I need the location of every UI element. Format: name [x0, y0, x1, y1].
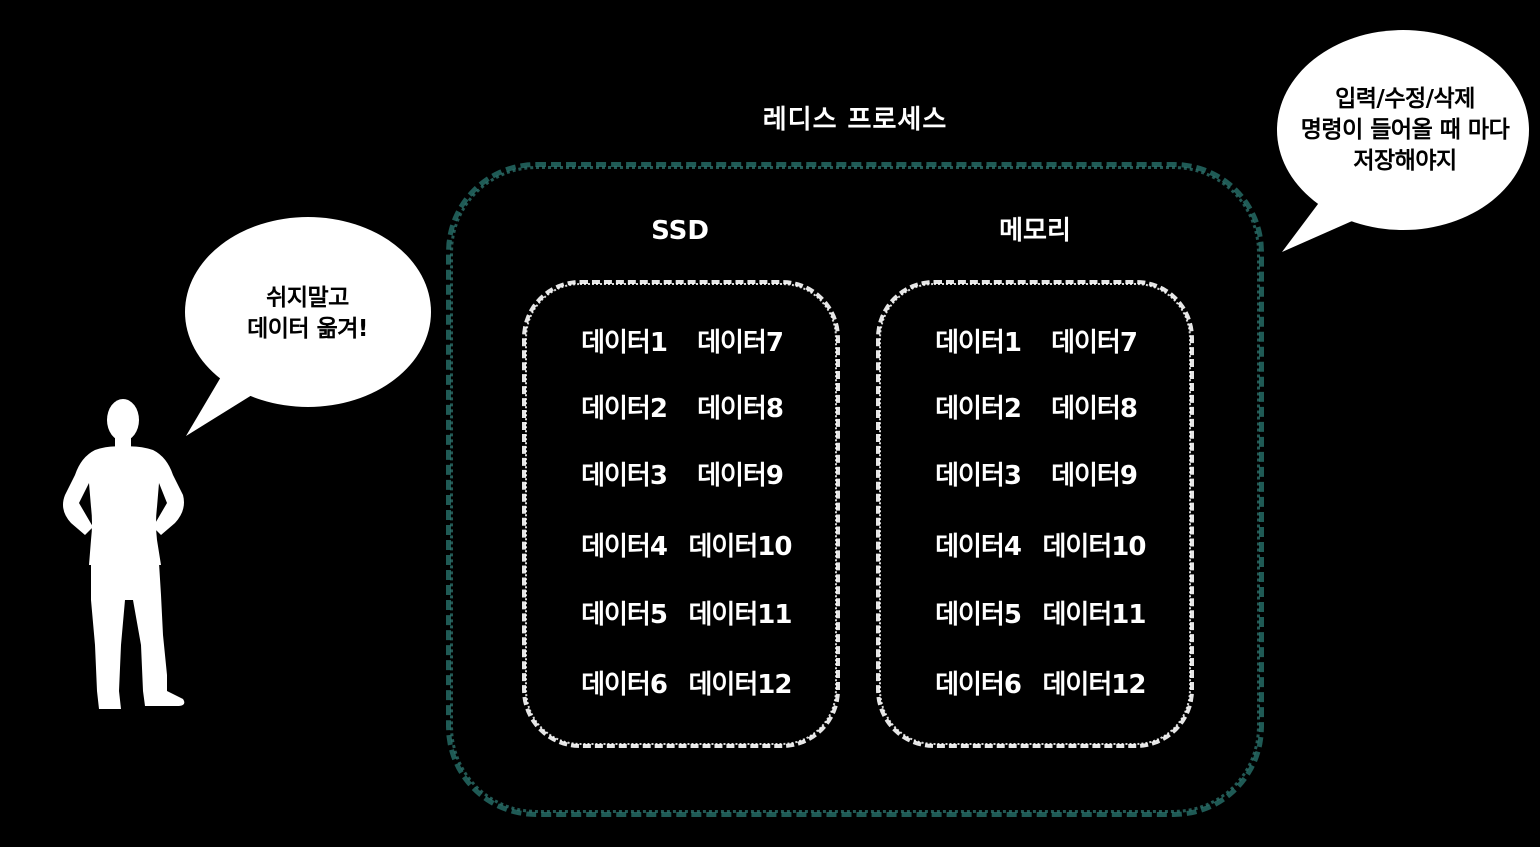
person-bubble-text: 쉬지말고 데이터 옮겨!: [195, 283, 420, 345]
memory-item: 데이터5: [913, 597, 1043, 633]
memory-item: 데이터1: [913, 325, 1043, 361]
ssd-item: 데이터12: [675, 667, 805, 703]
memory-item: 데이터11: [1029, 597, 1159, 633]
ssd-item: 데이터7: [675, 325, 805, 361]
memory-item: 데이터6: [913, 667, 1043, 703]
ssd-item: 데이터1: [559, 325, 689, 361]
redis-bubble-line: 명령이 들어올 때 마다: [1280, 115, 1530, 146]
memory-item: 데이터2: [913, 391, 1043, 427]
redis-bubble-line: 저장해야지: [1280, 146, 1530, 177]
memory-item: 데이터4: [913, 529, 1043, 565]
memory-item: 데이터12: [1029, 667, 1159, 703]
person-bubble-line: 쉬지말고: [195, 283, 420, 314]
memory-item: 데이터8: [1029, 391, 1159, 427]
ssd-item: 데이터10: [675, 529, 805, 565]
ssd-item: 데이터6: [559, 667, 689, 703]
ssd-item: 데이터4: [559, 529, 689, 565]
memory-item: 데이터7: [1029, 325, 1159, 361]
redis-bubble-line: 입력/수정/삭제: [1280, 84, 1530, 115]
memory-item: 데이터3: [913, 458, 1043, 494]
ssd-title: SSD: [530, 213, 830, 249]
ssd-item: 데이터8: [675, 391, 805, 427]
ssd-item: 데이터9: [675, 458, 805, 494]
memory-data-grid: 데이터1 데이터2 데이터3 데이터4 데이터5 데이터6 데이터7 데이터8 …: [876, 280, 1194, 748]
memory-item: 데이터9: [1029, 458, 1159, 494]
process-title: 레디스 프로세스: [655, 100, 1055, 140]
ssd-item: 데이터11: [675, 597, 805, 633]
ssd-data-grid: 데이터1 데이터2 데이터3 데이터4 데이터5 데이터6 데이터7 데이터8 …: [522, 280, 840, 748]
redis-bubble-text: 입력/수정/삭제 명령이 들어올 때 마다 저장해야지: [1280, 84, 1530, 177]
ssd-item: 데이터3: [559, 458, 689, 494]
memory-item: 데이터10: [1029, 529, 1159, 565]
ssd-item: 데이터5: [559, 597, 689, 633]
person-bubble-line: 데이터 옮겨!: [195, 314, 420, 345]
person-silhouette-icon: [55, 395, 190, 715]
ssd-item: 데이터2: [559, 391, 689, 427]
memory-title: 메모리: [885, 213, 1185, 249]
